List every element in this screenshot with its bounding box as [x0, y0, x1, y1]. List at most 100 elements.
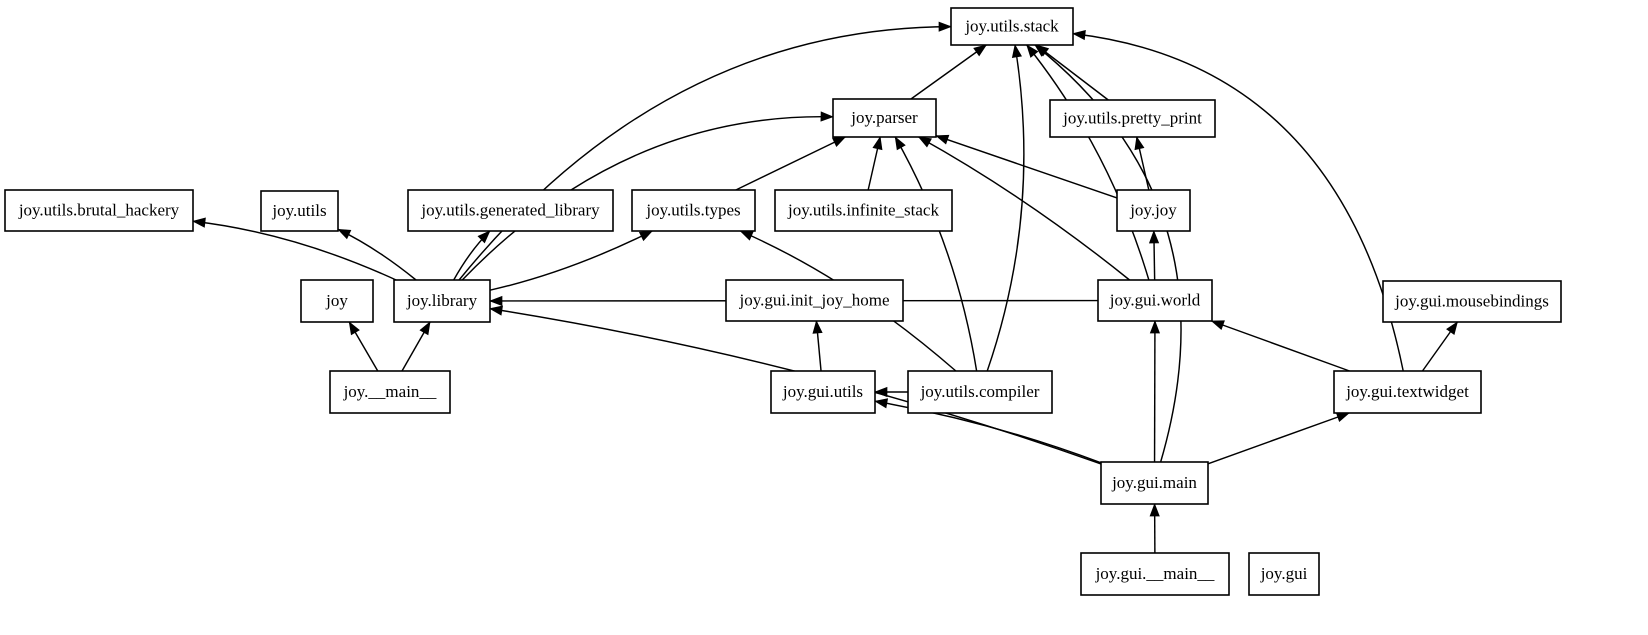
node-joy-utils-types-label: joy.utils.types	[645, 200, 740, 219]
edge-arrowhead	[935, 134, 950, 145]
node-joy-library-label: joy.library	[406, 291, 478, 310]
edge-arrowhead	[1026, 44, 1039, 58]
node-joy-main[interactable]: joy.__main__	[329, 370, 451, 414]
node-joy-gui-world-label: joy.gui.world	[1109, 290, 1201, 309]
node-joy-gui-textwidget[interactable]: joy.gui.textwidget	[1333, 370, 1482, 414]
edge-arrowhead	[917, 136, 932, 148]
edge-arrowhead	[1148, 230, 1160, 244]
node-joy-gui-utils-box[interactable]	[770, 370, 876, 414]
edge-node-joy-gui-world-to-node-joy-parser	[918, 136, 1131, 281]
edge-arrowhead	[831, 136, 847, 147]
node-joy-utils-infinite-stack-box[interactable]	[774, 189, 953, 232]
node-joy-library[interactable]: joy.library	[393, 279, 491, 323]
node-joy-gui-mousebindings-label: joy.gui.mousebindings	[1394, 291, 1549, 310]
node-joy-label: joy	[325, 291, 348, 310]
edge-node-joy-gui-textwidget-to-node-joy-gui-world	[1211, 320, 1350, 372]
node-joy-gui-textwidget-box[interactable]	[1333, 370, 1482, 414]
edge-node-joy-utils-types-to-node-joy-parser	[735, 136, 846, 191]
edge-node-joy-library-to-node-joy-utils	[337, 228, 417, 281]
edge-node-joy-library-to-node-joy-utils-brutal-hackery	[192, 220, 397, 281]
node-joy-library-box[interactable]	[393, 279, 491, 323]
edge-arrowhead	[1446, 321, 1458, 336]
edge-node-joy-library-to-node-joy-parser	[461, 116, 834, 281]
edge-arrowhead	[973, 44, 988, 57]
edge-arrowhead	[1011, 44, 1022, 59]
edge-node-joy-gui-world-to-node-joy-utils-stack	[1026, 44, 1150, 281]
node-joy-gui-mousebindings[interactable]: joy.gui.mousebindings	[1382, 280, 1562, 323]
node-joy-utils-stack-label: joy.utils.stack	[964, 16, 1059, 35]
edge-arrowhead	[1149, 503, 1160, 517]
node-joy-utils[interactable]: joy.utils	[260, 190, 339, 232]
edge-arrowhead	[348, 321, 360, 336]
node-joy-gui-textwidget-label: joy.gui.textwidget	[1345, 382, 1469, 401]
node-joy-gui-world[interactable]: joy.gui.world	[1097, 279, 1213, 322]
node-joy-utils-stack-box[interactable]	[950, 7, 1074, 46]
edge-node-joy-gui-main-to-node-joy-gui-textwidget	[1207, 412, 1350, 465]
edge-node-joy-utils-pretty-print-to-node-joy-utils-stack	[1035, 44, 1109, 101]
edge-arrowhead	[820, 111, 834, 122]
node-joy-gui-utils[interactable]: joy.gui.utils	[770, 370, 876, 414]
node-joy-parser-label: joy.parser	[850, 108, 918, 127]
node-joy-gui-main-label: joy.gui.main	[1111, 473, 1197, 492]
edge-arrowhead	[477, 230, 491, 244]
node-joy-gui-mousebindings-box[interactable]	[1382, 280, 1562, 323]
node-joy-joy-box[interactable]	[1116, 189, 1191, 232]
edge-arrowhead	[894, 136, 906, 151]
edge-node-joy-parser-to-node-joy-utils-stack	[910, 44, 987, 100]
node-joy-gui-label: joy.gui	[1260, 564, 1308, 583]
node-joy-utils-brutal-hackery-box[interactable]	[4, 189, 194, 232]
node-joy-utils-types[interactable]: joy.utils.types	[631, 189, 756, 232]
edge-arrowhead	[938, 21, 952, 32]
node-joy-gui-utils-label: joy.gui.utils	[782, 382, 863, 401]
node-joy-utils-box[interactable]	[260, 190, 339, 232]
node-joy-gui-init-joy-home[interactable]: joy.gui.init_joy_home	[725, 279, 904, 322]
edge-node-joy-gui-textwidget-to-node-joy-utils-stack	[1072, 32, 1404, 372]
node-joy-utils-brutal-hackery-label: joy.utils.brutal_hackery	[18, 200, 180, 219]
edge-arrowhead	[1134, 136, 1145, 151]
node-joy-gui[interactable]: joy.gui	[1248, 552, 1320, 596]
node-joy-utils-compiler[interactable]: joy.utils.compiler	[907, 370, 1053, 414]
node-joy[interactable]: joy	[300, 279, 374, 323]
node-joy-utils-infinite-stack[interactable]: joy.utils.infinite_stack	[774, 189, 953, 232]
edge-arrowhead	[812, 320, 823, 334]
node-joy-gui-main-box[interactable]	[1100, 461, 1209, 505]
edge-node-joy-utils-compiler-to-node-joy-parser	[894, 136, 978, 372]
node-joy-utils-brutal-hackery[interactable]: joy.utils.brutal_hackery	[4, 189, 194, 232]
node-joy-parser[interactable]: joy.parser	[832, 98, 937, 138]
edge-arrowhead	[489, 295, 503, 307]
node-joy-utils-generated-library-box[interactable]	[407, 189, 614, 232]
node-joy-utils-pretty-print[interactable]: joy.utils.pretty_print	[1049, 99, 1216, 138]
edge-node-joy-joy-to-node-joy-parser	[935, 135, 1118, 199]
edge-arrowhead	[419, 321, 431, 336]
node-joy-gui-main[interactable]: joy.gui.__main__	[1080, 552, 1230, 596]
node-joy-utils-compiler-box[interactable]	[907, 370, 1053, 414]
node-joy-box[interactable]	[300, 279, 374, 323]
node-joy-utils-label: joy.utils	[271, 201, 326, 220]
node-joy-utils-pretty-print-box[interactable]	[1049, 99, 1216, 138]
edge-arrowhead	[192, 217, 206, 228]
node-joy-gui-world-box[interactable]	[1097, 279, 1213, 322]
edge-node-joy-utils-compiler-to-node-joy-utils-stack	[986, 44, 1025, 372]
edge-arrowhead	[1335, 412, 1351, 422]
edge-arrowhead	[739, 230, 754, 241]
node-joy-joy[interactable]: joy.joy	[1116, 189, 1191, 232]
edge-arrowhead	[872, 136, 883, 151]
node-joy-utils-generated-library-label: joy.utils.generated_library	[420, 200, 600, 219]
edge-arrowhead	[1149, 320, 1161, 334]
edge-arrowhead	[489, 305, 503, 316]
node-joy-gui-main-box[interactable]	[1080, 552, 1230, 596]
node-joy-joy-label: joy.joy	[1129, 200, 1177, 219]
node-joy-utils-types-box[interactable]	[631, 189, 756, 232]
node-joy-main-box[interactable]	[329, 370, 451, 414]
node-joy-gui-init-joy-home-box[interactable]	[725, 279, 904, 322]
node-joy-utils-generated-library[interactable]: joy.utils.generated_library	[407, 189, 614, 232]
edge-arrowhead	[638, 230, 654, 242]
node-joy-utils-stack[interactable]: joy.utils.stack	[950, 7, 1074, 46]
node-joy-gui-box[interactable]	[1248, 552, 1320, 596]
edge-arrowhead	[337, 228, 352, 240]
node-joy-gui-main[interactable]: joy.gui.main	[1100, 461, 1209, 505]
node-joy-utils-pretty-print-label: joy.utils.pretty_print	[1062, 108, 1202, 127]
node-joy-parser-box[interactable]	[832, 98, 937, 138]
node-joy-gui-init-joy-home-label: joy.gui.init_joy_home	[738, 290, 889, 309]
